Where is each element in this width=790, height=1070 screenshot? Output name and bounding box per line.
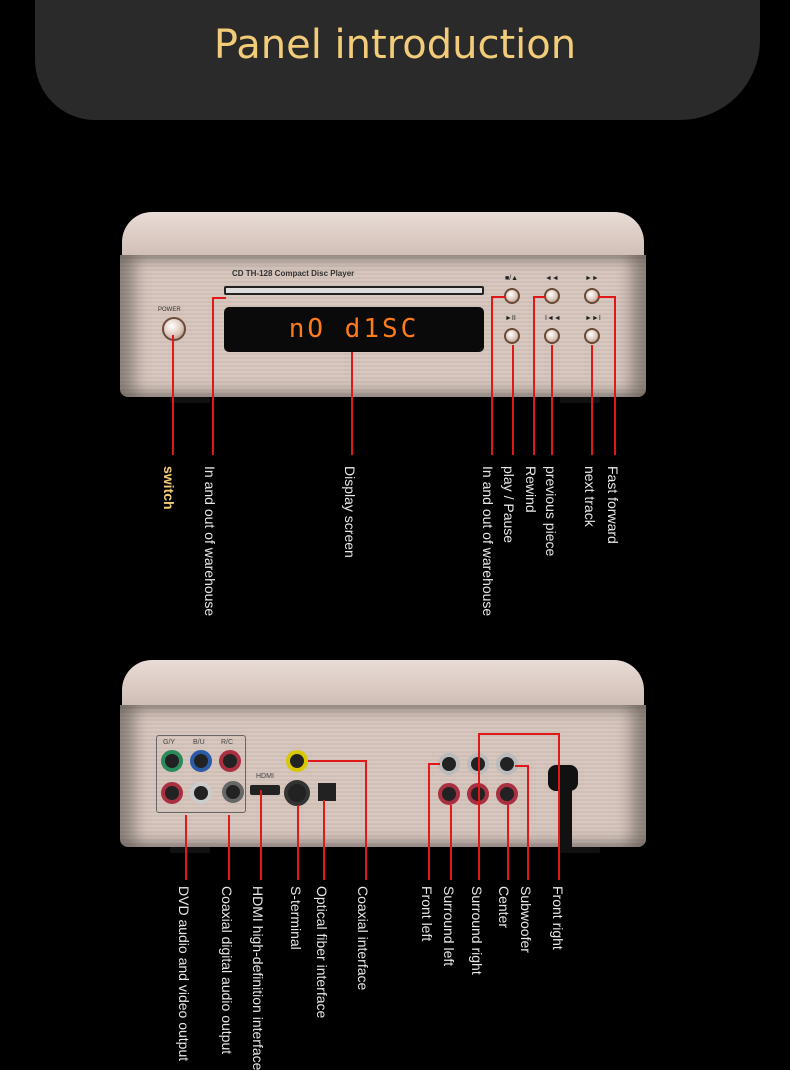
device-foot (560, 397, 600, 403)
leader-line (491, 296, 493, 455)
leader-line (533, 296, 535, 455)
title-background (35, 0, 760, 120)
rewind-symbol: ◄◄ (545, 275, 559, 282)
leader-line (512, 345, 514, 455)
optical-port (318, 783, 336, 801)
leader-line (228, 815, 230, 880)
leader-line (212, 297, 226, 299)
rear-device-panel: G/Y B/U R/C HDMI (120, 705, 646, 849)
label-optical: Optical fiber interface (314, 886, 330, 1019)
front-device-panel: CD TH-128 Compact Disc Player POWER nO d… (120, 255, 646, 397)
label-dvd-av-output: DVD audio and video output (176, 886, 192, 1062)
label-center: Center (496, 886, 512, 929)
leader-line (297, 805, 299, 880)
leader-line (308, 760, 365, 762)
leader-line (428, 763, 440, 765)
label-eject: In and out of warehouse (480, 466, 496, 617)
label-display: Display screen (342, 466, 358, 558)
g-y-label: G/Y (163, 739, 176, 746)
label-next: next track (582, 466, 598, 527)
leader-line (172, 335, 174, 455)
blue-jack (190, 750, 212, 772)
power-button[interactable] (162, 317, 186, 341)
stop-eject-symbol: ■/▲ (505, 275, 519, 282)
play-pause-symbol: ►II (505, 315, 516, 322)
power-cord (548, 765, 578, 791)
device-foot (170, 847, 210, 853)
leader-line (260, 790, 262, 880)
label-surround-left: Surround left (441, 886, 457, 967)
stop-eject-button[interactable] (504, 288, 520, 304)
label-play-pause: play / Pause (501, 466, 517, 544)
leader-line (551, 345, 553, 455)
fast-forward-symbol: ►► (585, 275, 599, 282)
label-s-terminal: S-terminal (288, 886, 304, 950)
leader-line (351, 352, 353, 455)
rear-device-top (122, 660, 644, 710)
green-jack (161, 750, 183, 772)
audio-left-jack (190, 782, 212, 804)
label-previous: previous piece (543, 466, 559, 557)
video-jack (286, 750, 308, 772)
label-coaxial-digital-output: Coaxial digital audio output (219, 886, 235, 1055)
r-c-label: R/C (221, 739, 234, 746)
label-front-right: Front right (550, 886, 566, 950)
label-fast-forward: Fast forward (605, 466, 621, 544)
leader-line (478, 733, 559, 735)
device-foot (560, 847, 600, 853)
leader-line (450, 805, 452, 880)
model-label: CD TH-128 Compact Disc Player (232, 269, 355, 278)
label-coaxial-interface: Coaxial interface (355, 886, 371, 991)
hdmi-label: HDMI (256, 773, 274, 780)
surround-left-jack (438, 783, 460, 805)
play-pause-button[interactable] (504, 328, 520, 344)
leader-line (212, 297, 214, 455)
label-hdmi: HDMI high-definition interface (250, 886, 266, 1070)
av-output-block: G/Y B/U R/C (156, 735, 246, 813)
leader-line (614, 296, 616, 455)
leader-line (533, 296, 545, 298)
red-jack (219, 750, 241, 772)
label-subwoofer: Subwoofer (518, 886, 534, 953)
leader-line (491, 296, 505, 298)
front-device-top (122, 212, 644, 262)
s-video-jack (284, 780, 310, 806)
label-surround-right: Surround right (469, 886, 485, 975)
previous-symbol: I◄◄ (545, 315, 561, 322)
label-switch: switch (161, 466, 177, 510)
device-foot (170, 397, 210, 403)
previous-button[interactable] (544, 328, 560, 344)
hdmi-port (250, 785, 280, 795)
label-tray: In and out of warehouse (202, 466, 218, 617)
leader-line (478, 733, 480, 880)
display-screen: nO d1SC (224, 307, 484, 352)
hdmi-block: HDMI (250, 765, 280, 805)
center-jack (496, 783, 518, 805)
rewind-button[interactable] (544, 288, 560, 304)
b-u-label: B/U (193, 739, 205, 746)
power-cable (560, 789, 572, 849)
next-button[interactable] (584, 328, 600, 344)
page-title: Panel introduction (213, 22, 577, 68)
leader-line (365, 760, 367, 880)
leader-line (323, 800, 325, 880)
leader-line (558, 733, 560, 880)
label-front-left: Front left (419, 886, 435, 942)
leader-line (185, 815, 187, 880)
next-symbol: ►►I (585, 315, 601, 322)
power-label: POWER (158, 307, 181, 313)
leader-line (428, 763, 430, 880)
coaxial-output-jack (222, 781, 244, 803)
front-left-jack (438, 753, 460, 775)
subwoofer-jack (496, 753, 518, 775)
leader-line (507, 805, 509, 880)
audio-right-jack (161, 782, 183, 804)
leader-line (598, 296, 614, 298)
label-rewind: Rewind (523, 466, 539, 513)
disc-tray[interactable] (224, 286, 484, 295)
leader-line (515, 765, 527, 767)
leader-line (527, 765, 529, 880)
leader-line (591, 345, 593, 455)
